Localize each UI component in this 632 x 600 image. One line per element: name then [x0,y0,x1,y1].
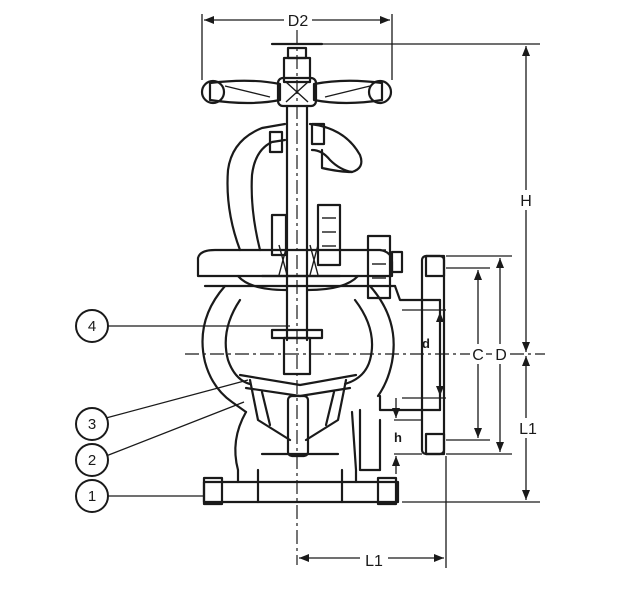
callout-1-label: 1 [88,488,96,505]
label-l1-horizontal: L1 [365,553,383,570]
centerlines [185,30,545,565]
callout-2: 2 [75,401,245,477]
label-d-flange: D [495,347,507,364]
bonnet [196,122,404,300]
label-d2: D2 [288,13,309,30]
handwheel [200,42,393,108]
dimension-d-bore: d [402,309,446,399]
dimension-d2: D2 [201,12,393,80]
label-d-bore: d [422,336,430,351]
callout-2-label: 2 [88,452,96,469]
dimension-l1-horizontal: L1 [299,456,447,570]
callout-1: 1 [75,479,204,513]
dimension-l1-vertical: L1 [402,356,540,503]
dimension-h-small: h [392,398,422,474]
label-h-small: h [394,430,402,445]
label-c: C [472,347,484,364]
dimension-c: C [446,267,490,441]
label-l1-vertical: L1 [519,421,537,438]
callout-3-label: 3 [88,416,96,433]
callout-3: 3 [75,379,249,441]
body [201,254,446,506]
callout-4: 4 [75,309,290,343]
label-h: H [520,193,532,210]
callout-4-label: 4 [88,318,96,335]
dimension-h: H [322,43,540,352]
dimension-d-flange: D [446,255,512,455]
